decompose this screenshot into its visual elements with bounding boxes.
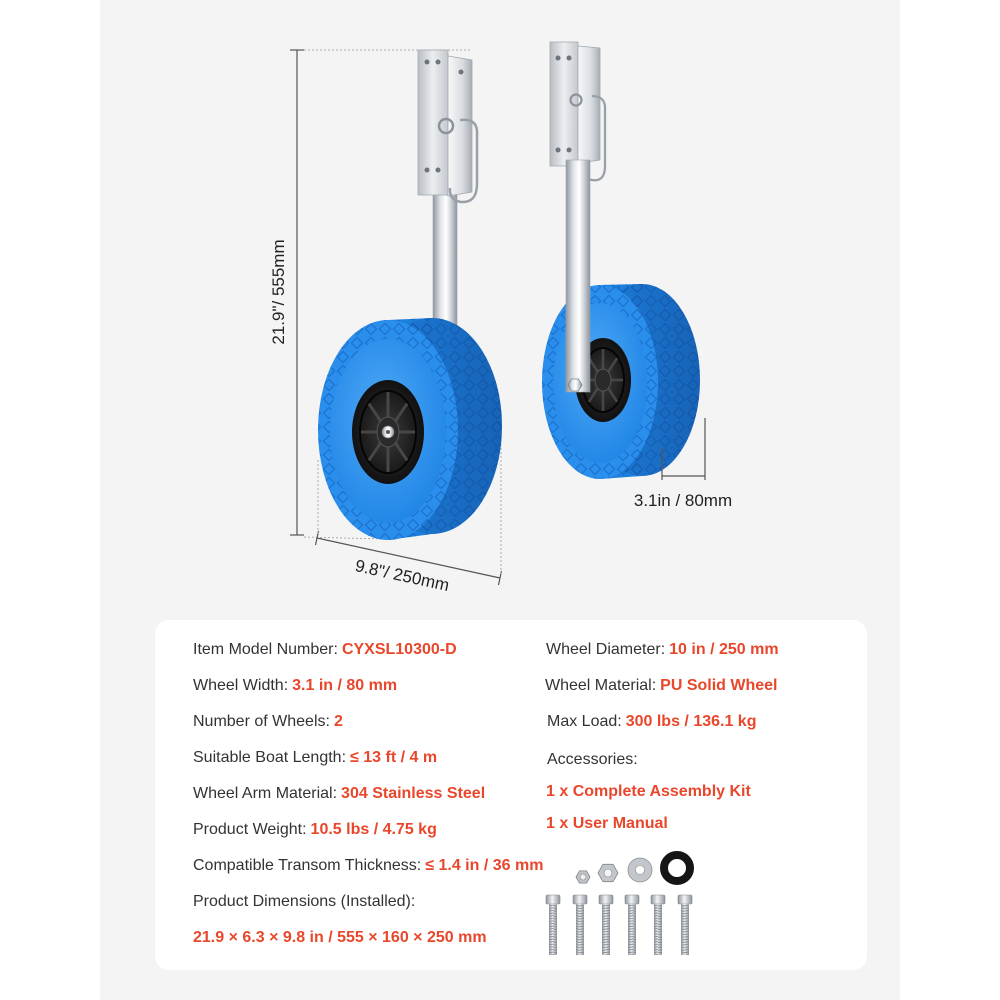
spec-label: Product Dimensions (Installed): [193, 893, 416, 910]
spec-card: Item Model Number:CYXSL10300-D Wheel Wid… [155, 620, 867, 970]
wheel-left [318, 318, 502, 540]
spec-model-number: Item Model Number:CYXSL10300-D [193, 640, 457, 660]
mounting-channel-left [447, 55, 473, 197]
product-illustration: 21.9"/ 555mm 9.8"/ 250mm [269, 41, 732, 595]
width-dimension: 3.1in / 80mm [634, 418, 732, 510]
spec-value: 304 Stainless Steel [341, 785, 486, 802]
spec-product-dimensions-value: 21.9 × 6.3 × 9.8 in / 555 × 160 × 250 mm [193, 928, 487, 948]
height-label: 21.9"/ 555mm [269, 239, 288, 344]
height-dimension: 21.9"/ 555mm [269, 49, 470, 540]
spec-value: 10 in / 250 mm [669, 641, 779, 658]
lock-pin-ring-right [569, 93, 583, 107]
bracket-left [417, 49, 479, 343]
accessory-item: 1 x User Manual [546, 814, 668, 834]
spec-label: Wheel Arm Material: [193, 785, 338, 802]
spec-wheel-diameter: Wheel Diameter:10 in / 250 mm [546, 640, 779, 660]
spec-value: CYXSL10300-D [341, 641, 457, 658]
spec-value: 300 lbs / 136.1 kg [625, 713, 757, 730]
spec-label: Number of Wheels: [193, 713, 330, 730]
spec-value: 10.5 lbs / 4.75 kg [310, 821, 437, 838]
spec-wheel-width: Wheel Width:3.1 in / 80 mm [193, 676, 397, 696]
spec-wheel-material: Wheel Material:PU Solid Wheel [545, 676, 778, 696]
spec-label: Wheel Width: [193, 677, 289, 694]
spec-label: Suitable Boat Length: [193, 749, 347, 766]
spec-boat-length: Suitable Boat Length:≤ 13 ft / 4 m [193, 748, 437, 768]
spec-label: Accessories: [547, 751, 638, 768]
spec-label: Max Load: [547, 713, 622, 730]
bolt-icon [572, 894, 588, 955]
spec-label: Wheel Material: [545, 677, 657, 694]
spec-number-of-wheels: Number of Wheels:2 [193, 712, 343, 732]
spec-transom-thickness: Compatible Transom Thickness:≤ 1.4 in / … [193, 856, 543, 876]
bolt-icon [545, 894, 561, 955]
mounting-channel-right [577, 45, 601, 164]
spec-value: 2 [333, 713, 343, 730]
hex-nut-icon [597, 863, 619, 883]
rubber-washer-icon [660, 851, 694, 885]
bolt-icon [624, 894, 640, 955]
spec-value: PU Solid Wheel [660, 677, 778, 694]
spec-label: Product Weight: [193, 821, 307, 838]
hub-left [352, 380, 424, 484]
spec-arm-material: Wheel Arm Material:304 Stainless Steel [193, 784, 485, 804]
diameter-label: 9.8"/ 250mm [353, 556, 451, 595]
bracket-right [549, 41, 607, 393]
spec-value: 21.9 × 6.3 × 9.8 in / 555 × 160 × 250 mm [193, 929, 487, 946]
spec-value: ≤ 13 ft / 4 m [350, 749, 438, 766]
spec-label: Wheel Diameter: [546, 641, 666, 658]
spec-product-weight: Product Weight:10.5 lbs / 4.75 kg [193, 820, 437, 840]
accessories-heading: Accessories: [547, 750, 638, 770]
assembly-kit-illustration [545, 851, 694, 955]
spec-value: 3.1 in / 80 mm [292, 677, 398, 694]
accessory-label: 1 x User Manual [546, 815, 668, 832]
flat-washer-icon [627, 857, 653, 883]
bolt-icon [598, 894, 614, 955]
spec-product-dimensions-label: Product Dimensions (Installed): [193, 892, 415, 912]
lock-nut-icon [575, 870, 591, 884]
wheel-arm-right [565, 159, 591, 393]
spec-label: Item Model Number: [193, 641, 338, 658]
spec-label: Compatible Transom Thickness: [193, 857, 422, 874]
wheel-arm-left [432, 179, 458, 343]
wheel-right [542, 284, 700, 479]
axle-bolt-right [567, 378, 583, 392]
bolt-icon [677, 894, 693, 955]
accessory-item: 1 x Complete Assembly Kit [546, 782, 751, 802]
bolt-icon [650, 894, 666, 955]
mounting-plate-left [417, 49, 449, 196]
spec-value: ≤ 1.4 in / 36 mm [425, 857, 544, 874]
accessory-label: 1 x Complete Assembly Kit [546, 783, 751, 800]
lock-pin-ring-left [437, 117, 455, 135]
release-handle-left [448, 118, 479, 204]
width-label: 3.1in / 80mm [634, 491, 732, 510]
spec-max-load: Max Load:300 lbs / 136.1 kg [547, 712, 756, 732]
